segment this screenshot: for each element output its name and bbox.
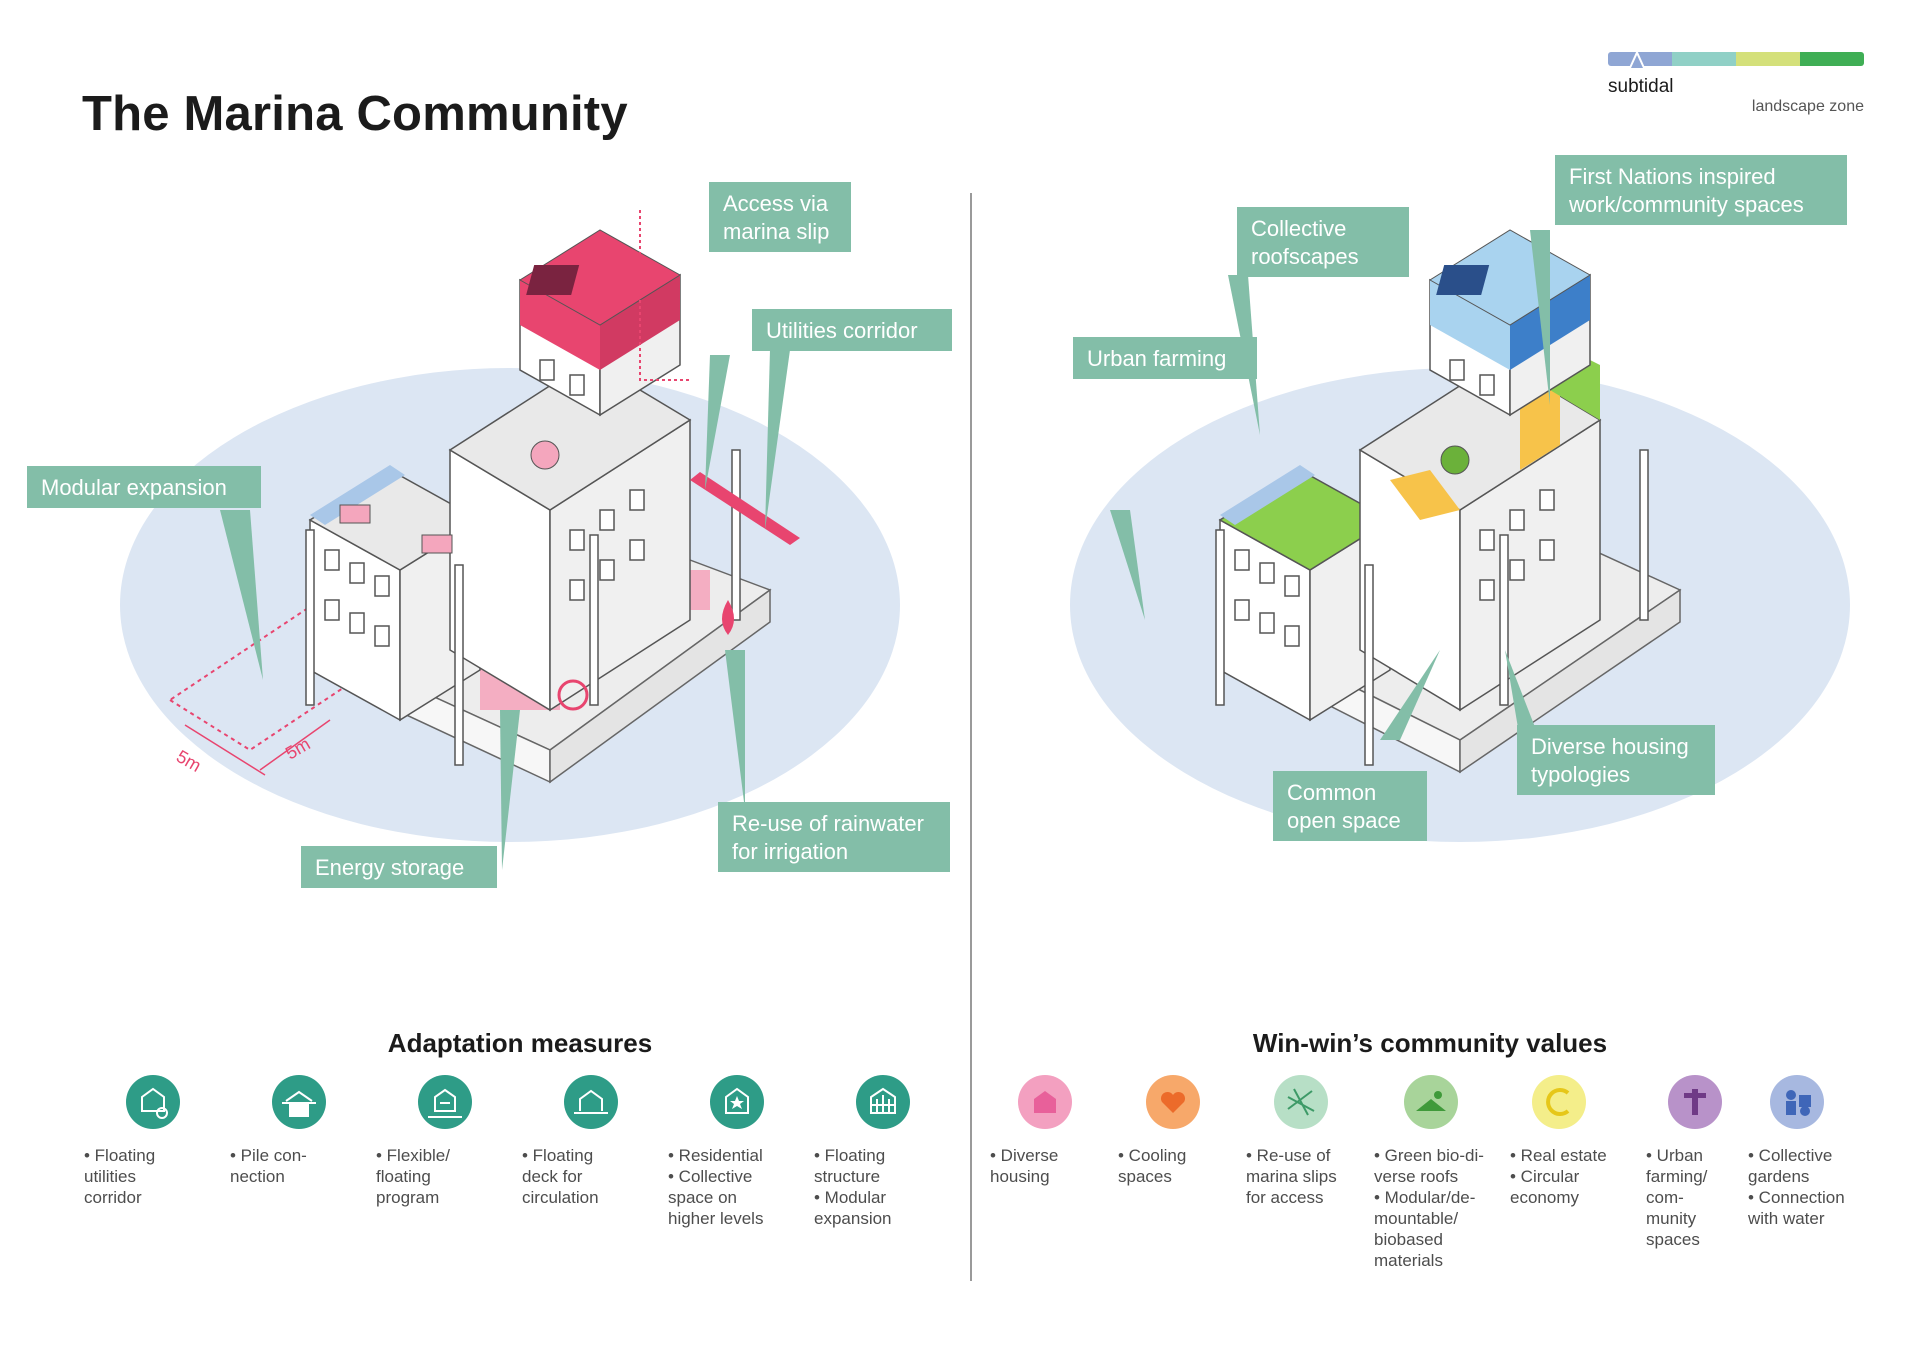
value-item-6-text: • Urban farming/ com- munity spaces — [1646, 1146, 1708, 1249]
callout-modular-expansion: Modular expansion — [27, 466, 261, 508]
cooling-heart-icon — [1146, 1075, 1200, 1129]
diverse-housing-icon — [1018, 1075, 1072, 1129]
zone-marker-icon — [1628, 50, 1646, 70]
green-roof-icon — [1404, 1075, 1458, 1129]
community-gardens-icon — [1770, 1075, 1824, 1129]
callout-rainwater-reuse: Re-use of rainwater for irrigation — [718, 802, 950, 872]
callout-utilities-corridor: Utilities corridor — [752, 309, 952, 351]
callout-energy-storage: Energy storage — [301, 846, 497, 888]
adaptation-item-4-text: • Floating deck for circulation — [522, 1146, 599, 1207]
zone-label: subtidal — [1608, 76, 1674, 97]
callout-access-marina-slip: Access via marina slip — [709, 182, 851, 252]
zone-legend-label: landscape zone — [1751, 98, 1864, 115]
circular-economy-icon — [1532, 1075, 1586, 1129]
adaptation-item-2-text: • Pile con- nection — [230, 1146, 307, 1186]
energy-storage-icon — [557, 679, 589, 711]
zone-color-bar — [1608, 52, 1864, 66]
landscape-zone-scale: subtidal landscape zone — [1608, 50, 1868, 120]
adaptation-item-6-text: • Floating structure • Modular expansion — [814, 1146, 892, 1228]
adaptation-item-1-text: • Floating utilities corridor — [84, 1146, 156, 1207]
value-item-3-text: • Re-use of marina slips for access — [1246, 1146, 1337, 1207]
totem-icon — [1668, 1075, 1722, 1129]
residential-icon — [710, 1075, 764, 1129]
callout-collective-roofscapes: Collective roofscapes — [1237, 207, 1409, 277]
pile-connection-icon — [272, 1075, 326, 1129]
floating-utilities-icon — [126, 1075, 180, 1129]
flexible-program-icon — [418, 1075, 472, 1129]
section-divider — [970, 193, 972, 1281]
callout-urban-farming: Urban farming — [1073, 337, 1257, 379]
floating-deck-icon — [564, 1075, 618, 1129]
adaptation-diagram: 5m 5m — [10, 150, 960, 910]
zone-swatch-transition — [1736, 52, 1800, 66]
dimension-label-1: 5m — [173, 746, 205, 776]
callout-first-nations-spaces: First Nations inspired work/community sp… — [1555, 155, 1847, 225]
adaptation-item-3-text: • Flexible/ floating program — [376, 1146, 450, 1207]
value-item-1-text: • Diverse housing — [990, 1146, 1059, 1186]
marina-slips-icon — [1274, 1075, 1328, 1129]
value-item-4-text: • Green bio-di- verse roofs • Modular/de… — [1374, 1146, 1484, 1270]
adaptation-measures-title: Adaptation measures — [387, 1028, 653, 1058]
marina-building-illustration: 5m 5m — [120, 210, 900, 870]
callout-diverse-housing: Diverse housing typologies — [1517, 725, 1715, 795]
zone-swatch-upland — [1800, 52, 1864, 66]
value-item-2-text: • Cooling spaces — [1118, 1146, 1187, 1186]
value-item-7-text: • Collective gardens • Connection with w… — [1748, 1146, 1845, 1228]
page-title: The Marina Community — [82, 87, 628, 141]
zone-swatch-intertidal — [1672, 52, 1736, 66]
community-building-illustration — [1070, 229, 1850, 842]
community-values-diagram: First Nations inspired work/community sp… — [960, 150, 1910, 910]
callout-common-open-space: Common open space — [1273, 771, 1427, 841]
rainwater-drop-icon — [722, 600, 734, 635]
value-item-5-text: • Real estate • Circular economy — [1510, 1146, 1607, 1207]
community-values-title: Win-win’s community values — [1252, 1028, 1608, 1058]
adaptation-item-5-text: • Residential • Collective space on high… — [668, 1146, 764, 1228]
floating-structure-icon — [856, 1075, 910, 1129]
